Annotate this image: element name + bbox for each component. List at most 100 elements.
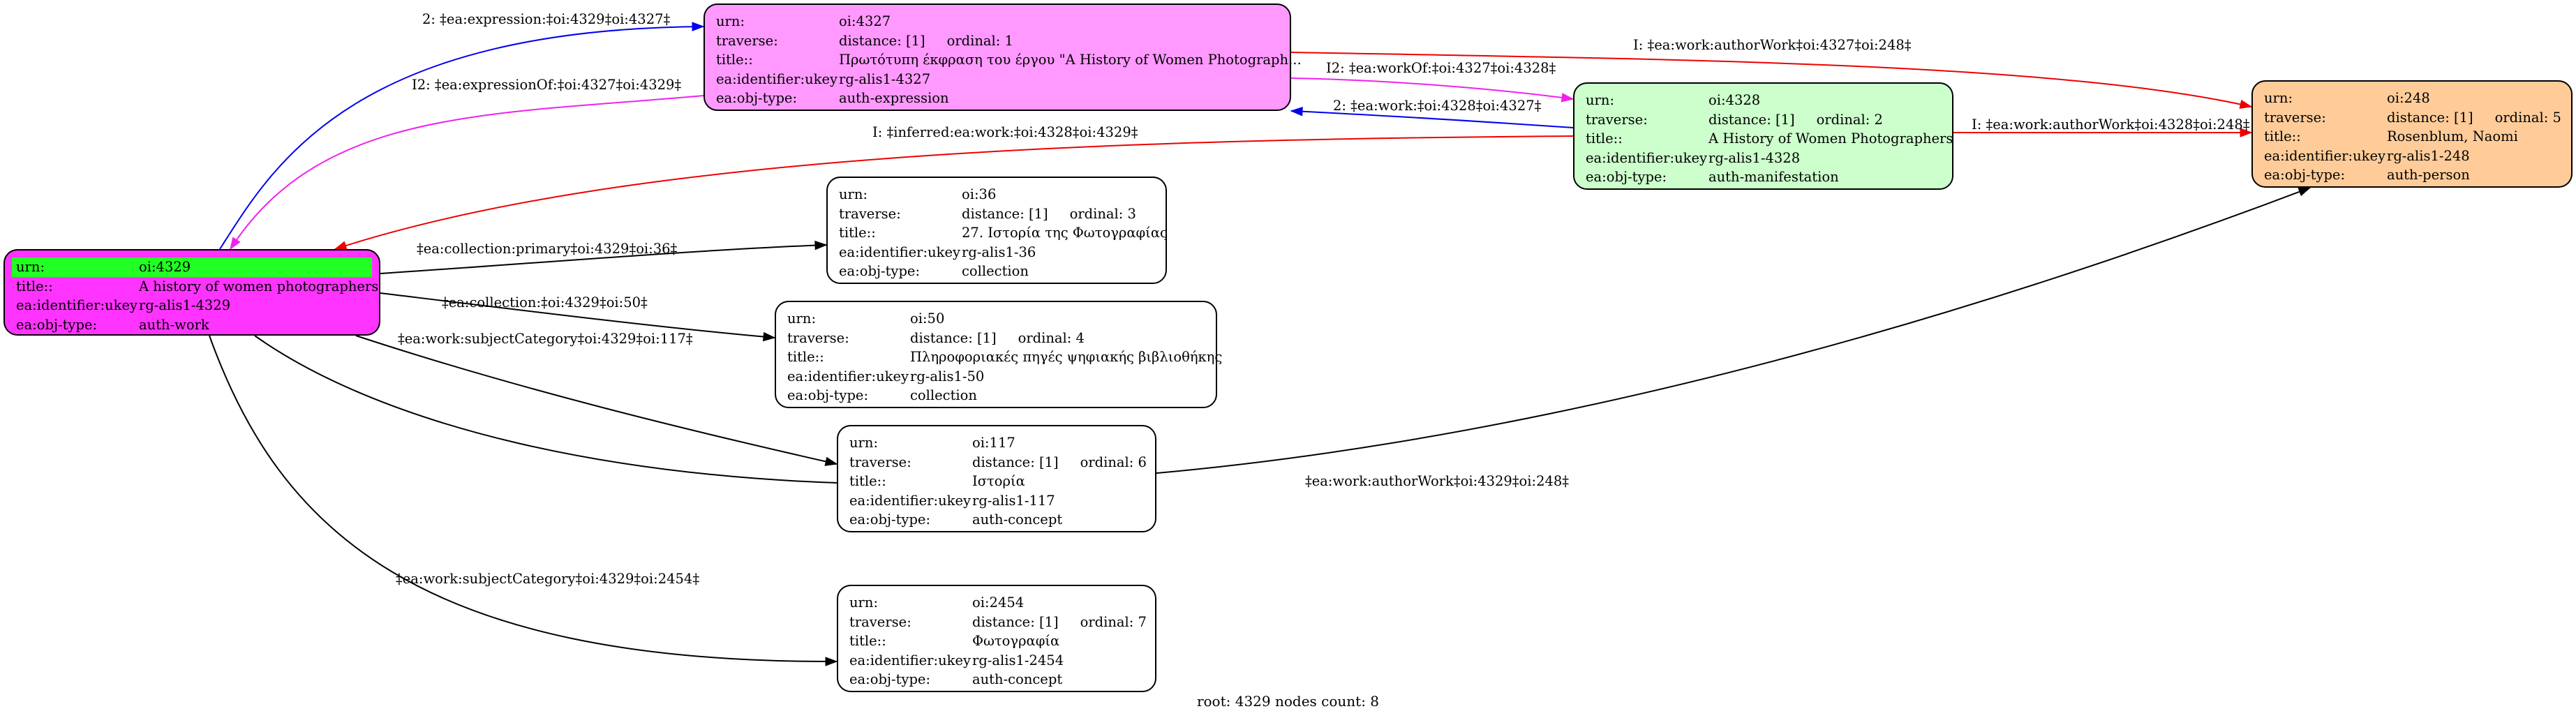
urn-label: urn: <box>839 186 868 202</box>
type-value: auth-concept <box>972 671 1063 687</box>
urn-value: oi:4327 <box>839 13 891 29</box>
urn-value: oi:248 <box>2387 90 2430 106</box>
arrowhead-icon <box>762 331 776 342</box>
urn-value: oi:50 <box>910 311 945 327</box>
traverse-label: traverse: <box>839 205 901 222</box>
traverse-row: traverse: distance: [1] ordinal: 4 <box>787 329 1205 348</box>
traverse-value: distance: [1] ordinal: 5 <box>2387 109 2561 126</box>
urn-value: oi:36 <box>962 186 997 202</box>
type-value: auth-expression <box>839 90 949 106</box>
urn-label: urn: <box>787 311 817 327</box>
arrowhead-icon <box>2239 99 2253 109</box>
edge-n4329-n50 <box>380 292 775 338</box>
edge-label: I2: ‡ea:workOf:‡oi:4327‡oi:4328‡ <box>1326 60 1556 76</box>
edge-n4329-n36 <box>380 244 827 274</box>
title-label: title:: <box>849 633 886 649</box>
title-label: title:: <box>16 278 53 294</box>
arrowhead-icon <box>824 456 838 466</box>
urn-label: urn: <box>2264 90 2293 106</box>
traverse-value: distance: [1] ordinal: 4 <box>910 329 1085 346</box>
traverse-value: distance: [1] ordinal: 2 <box>1708 111 1883 128</box>
type-row: ea:obj-type: collection <box>787 386 1205 405</box>
ukey-value: rg-alis1-117 <box>972 492 1055 509</box>
traverse-value: distance: [1] ordinal: 6 <box>972 454 1147 470</box>
urn-label: urn: <box>16 259 45 275</box>
edge-label: ‡ea:work:subjectCategory‡oi:4329‡oi:117‡ <box>398 331 693 347</box>
traverse-row: traverse: distance: [1] ordinal: 1 <box>716 31 1279 51</box>
arrowhead-icon <box>230 237 241 250</box>
ukey-row: ea:identifier:ukey rg-alis1-117 <box>849 491 1144 511</box>
urn-label: urn: <box>1586 92 1615 108</box>
edge-label: ‡ea:work:subjectCategory‡oi:4329‡oi:2454… <box>396 571 699 587</box>
type-value: collection <box>910 387 977 403</box>
ukey-label: ea:identifier:ukey <box>849 492 971 509</box>
urn-row: urn: oi:4327 <box>716 12 1279 31</box>
type-label: ea:obj-type: <box>849 671 931 687</box>
edge-n4327-n4328 <box>1290 77 1574 100</box>
edge-n4328-n4327 <box>1290 110 1574 128</box>
type-value: collection <box>962 263 1029 279</box>
type-label: ea:obj-type: <box>16 316 98 333</box>
node-36[interactable]: urn: oi:36 traverse: distance: [1] ordin… <box>826 177 1168 284</box>
type-value: auth-person <box>2387 167 2470 183</box>
edge-label: ‡ea:collection:primary‡oi:4329‡oi:36‡ <box>417 241 678 257</box>
title-value: A history of women photographers <box>139 278 379 294</box>
node-4328[interactable]: urn: oi:4328 traverse: distance: [1] ord… <box>1573 82 1953 190</box>
node-4327[interactable]: urn: oi:4327 traverse: distance: [1] ord… <box>703 3 1302 111</box>
ukey-value: rg-alis1-4329 <box>139 297 231 313</box>
title-label: title:: <box>787 349 824 365</box>
title-label: title:: <box>849 473 886 489</box>
title-row: title:: A history of women photographers <box>16 277 378 297</box>
arrowhead-icon <box>692 22 705 31</box>
urn-row: urn: oi:248 <box>2264 89 2560 108</box>
urn-value: oi:4328 <box>1708 92 1761 108</box>
edge-n4327-n4329 <box>230 95 704 250</box>
node-4329[interactable]: urn: oi:4329 title:: A history of women … <box>3 249 380 336</box>
type-row: ea:obj-type: auth-work <box>16 315 368 335</box>
edge-n4329-n2454 <box>209 335 837 663</box>
arrowhead-icon <box>2298 187 2311 197</box>
urn-value: oi:2454 <box>972 594 1025 611</box>
ukey-value: rg-alis1-2454 <box>972 652 1064 668</box>
node-50[interactable]: urn: oi:50 traverse: distance: [1] ordin… <box>775 301 1222 408</box>
traverse-label: traverse: <box>787 329 849 346</box>
urn-row: urn: oi:50 <box>787 309 1205 329</box>
edge-n4329-n117 <box>355 335 837 465</box>
type-label: ea:obj-type: <box>716 90 798 106</box>
traverse-row: traverse: distance: [1] ordinal: 6 <box>849 453 1147 472</box>
urn-row: urn: oi:4328 <box>1586 91 1941 110</box>
type-label: ea:obj-type: <box>849 511 931 528</box>
traverse-row: traverse: distance: [1] ordinal: 5 <box>2264 108 2561 128</box>
edge-label: ‡ea:work:authorWork‡oi:4329‡oi:248‡ <box>1305 473 1569 489</box>
node-2454[interactable]: urn: oi:2454 traverse: distance: [1] ord… <box>837 585 1156 692</box>
type-row: ea:obj-type: auth-person <box>2264 165 2560 185</box>
ukey-row: ea:identifier:ukey rg-alis1-4329 <box>16 296 368 315</box>
edge-label: 2: ‡ea:expression:‡oi:4329‡oi:4327‡ <box>422 11 671 27</box>
urn-label: urn: <box>716 13 745 29</box>
arrowhead-icon <box>814 240 828 250</box>
title-row: title:: Rosenblum, Naomi <box>2264 127 2560 147</box>
urn-value: oi:4329 <box>139 259 191 275</box>
ukey-label: ea:identifier:ukey <box>839 244 960 260</box>
ukey-row: ea:identifier:ukey rg-alis1-50 <box>787 367 1205 387</box>
arrowhead-icon <box>1290 107 1303 117</box>
traverse-value: distance: [1] ordinal: 1 <box>839 32 1013 49</box>
ukey-label: ea:identifier:ukey <box>16 297 137 313</box>
ukey-value: rg-alis1-248 <box>2387 147 2470 164</box>
type-label: ea:obj-type: <box>839 263 921 279</box>
footer-caption: root: 4329 nodes count: 8 <box>1196 693 1380 710</box>
traverse-value: distance: [1] ordinal: 7 <box>972 613 1147 630</box>
ukey-label: ea:identifier:ukey <box>1586 149 1707 166</box>
traverse-label: traverse: <box>2264 109 2326 126</box>
traverse-label: traverse: <box>849 454 911 470</box>
title-value: Ιστορία <box>972 473 1025 489</box>
arrowhead-icon <box>825 657 838 666</box>
type-row: ea:obj-type: auth-concept <box>849 510 1144 530</box>
ukey-label: ea:identifier:ukey <box>716 70 837 87</box>
node-248[interactable]: urn: oi:248 traverse: distance: [1] ordi… <box>2251 80 2573 188</box>
edge-label: I2: ‡ea:expressionOf:‡oi:4327‡oi:4329‡ <box>412 77 681 93</box>
urn-row: urn: oi:2454 <box>849 593 1144 613</box>
ukey-label: ea:identifier:ukey <box>787 368 909 384</box>
node-117[interactable]: urn: oi:117 traverse: distance: [1] ordi… <box>837 425 1156 532</box>
